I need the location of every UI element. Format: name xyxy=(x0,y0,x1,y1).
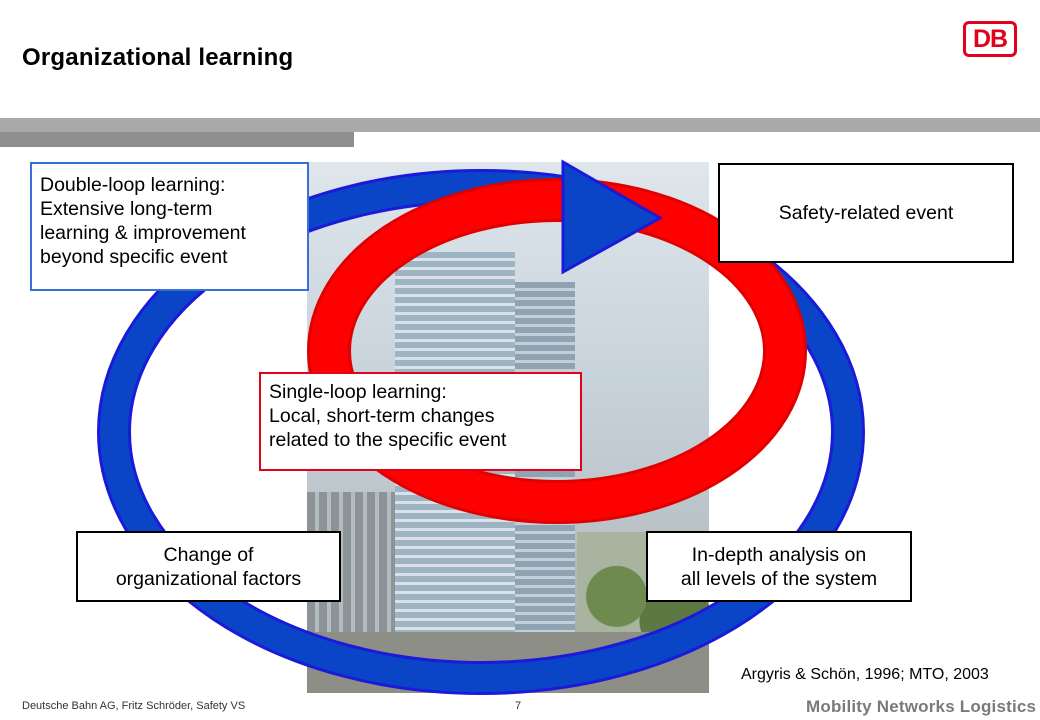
header-bar-dark xyxy=(0,132,354,147)
single-loop-box: Single-loop learning: Local, short-term … xyxy=(259,372,582,471)
page-number: 7 xyxy=(515,700,522,712)
change-factors-line: Change of xyxy=(163,543,254,566)
header-bar-light xyxy=(0,118,1040,132)
footer-author: Deutsche Bahn AG, Fritz Schröder, Safety… xyxy=(22,700,246,712)
double-loop-line: Extensive long-term xyxy=(40,198,213,220)
single-loop-line: related to the specific event xyxy=(269,429,507,451)
db-logo: DB xyxy=(963,21,1017,57)
double-loop-line: Double-loop learning: xyxy=(40,174,226,196)
double-loop-ring-fill xyxy=(100,172,862,692)
analysis-line: all levels of the system xyxy=(680,567,878,590)
double-loop-box: Double-loop learning: Extensive long-ter… xyxy=(30,162,309,291)
change-factors-box: Change of organizational factors xyxy=(76,531,341,602)
footer-tagline: Mobility Networks Logistics xyxy=(806,697,1037,716)
page-title: Organizational learning xyxy=(22,44,294,71)
single-loop-line: Local, short-term changes xyxy=(269,405,495,427)
safety-event-box: Safety-related event xyxy=(718,163,1014,263)
analysis-line: In-depth analysis on xyxy=(691,543,867,566)
change-factors-line: organizational factors xyxy=(115,567,302,590)
single-loop-line: Single-loop learning: xyxy=(269,381,447,403)
citation: Argyris & Schön, 1996; MTO, 2003 xyxy=(741,666,989,683)
double-loop-line: learning & improvement xyxy=(40,222,246,244)
single-loop-ring-fill xyxy=(310,181,804,521)
double-loop-line: beyond specific event xyxy=(40,246,228,268)
loop-arrow-head xyxy=(561,159,664,275)
analysis-box: In-depth analysis on all levels of the s… xyxy=(646,531,912,602)
safety-event-label: Safety-related event xyxy=(778,202,954,224)
